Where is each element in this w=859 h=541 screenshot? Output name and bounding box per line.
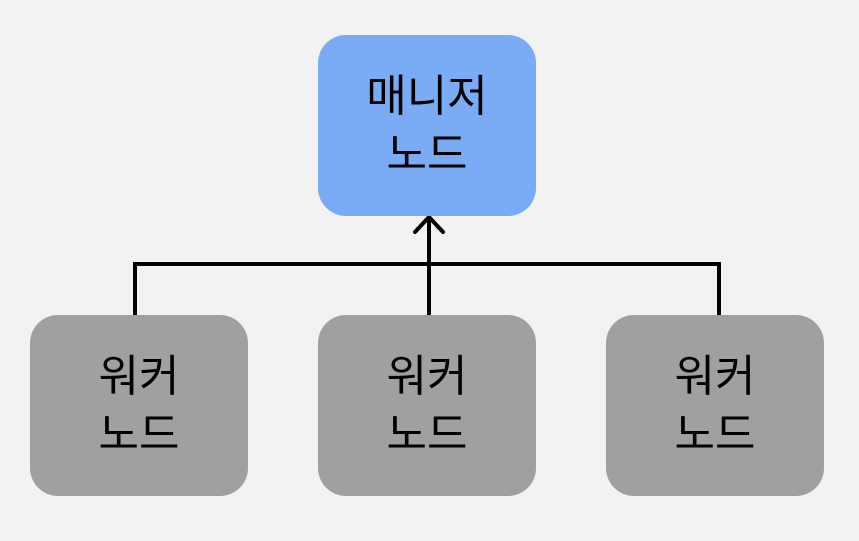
- worker-node-3-label-line2: 노드: [674, 408, 756, 460]
- worker-node-1-label-line2: 노드: [98, 408, 180, 460]
- manager-node: 매니저 노드: [318, 35, 536, 216]
- worker-node-2-label-line2: 노드: [386, 408, 468, 460]
- worker-node-1-label-line1: 워커: [98, 350, 180, 402]
- worker-node-2-label-line1: 워커: [386, 350, 468, 402]
- manager-node-label-line2: 노드: [386, 128, 468, 180]
- arrow-head-icon: [413, 215, 445, 234]
- worker-node-3: 워커 노드: [606, 315, 824, 496]
- worker-node-3-label-line1: 워커: [674, 350, 756, 402]
- worker-node-2: 워커 노드: [318, 315, 536, 496]
- worker-node-1: 워커 노드: [30, 315, 248, 496]
- manager-node-label-line1: 매니저: [366, 70, 488, 122]
